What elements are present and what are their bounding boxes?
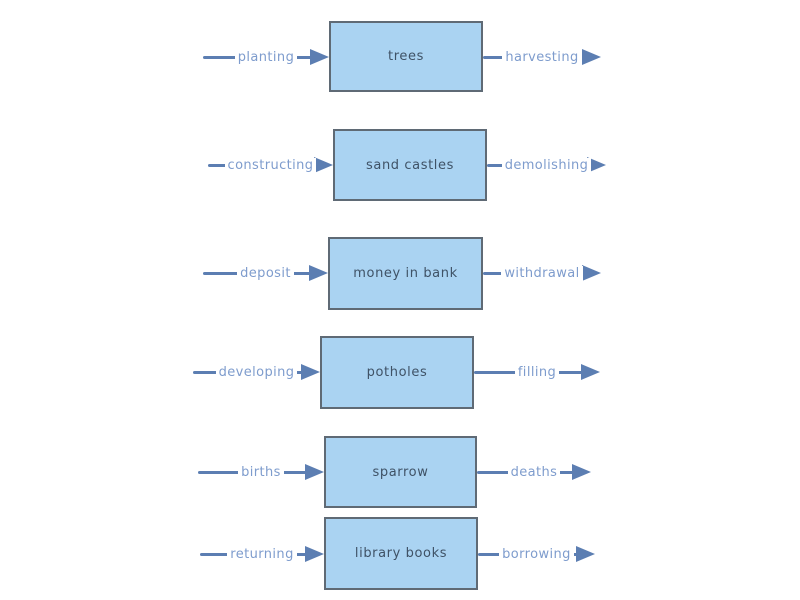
outflow-label: withdrawal [501, 265, 583, 281]
inflow-arrow: developing [193, 360, 320, 384]
stock-box: money in bank [328, 237, 483, 310]
outflow-label: harvesting [502, 49, 582, 65]
stock-label: potholes [366, 365, 428, 380]
arrowhead-icon [305, 546, 324, 562]
outflow-arrow: filling [474, 360, 600, 384]
arrowhead-icon [301, 364, 320, 380]
inflow-label: returning [227, 546, 297, 562]
arrowhead-icon [582, 265, 601, 281]
stock-label: trees [388, 49, 424, 64]
inflow-label: planting [234, 49, 298, 65]
outflow-arrow: withdrawal [483, 261, 601, 285]
arrowhead-icon [581, 364, 600, 380]
stock-label: money in bank [353, 266, 458, 281]
inflow-label: deposit [237, 265, 294, 281]
arrowhead-icon [310, 49, 329, 65]
inflow-arrow: constructing [208, 153, 333, 177]
arrowhead-icon [587, 157, 606, 173]
stock-box: trees [329, 21, 483, 92]
outflow-label: deaths [507, 464, 561, 480]
outflow-arrow: deaths [477, 460, 591, 484]
outflow-arrow: demolishing [487, 153, 606, 177]
inflow-arrow: planting [203, 45, 329, 69]
arrowhead-icon [572, 464, 591, 480]
inflow-label: developing [215, 364, 298, 380]
arrowhead-icon [309, 265, 328, 281]
stock-box: potholes [320, 336, 474, 409]
arrowhead-icon [314, 157, 333, 173]
arrowhead-icon [582, 49, 601, 65]
outflow-label: demolishing [501, 157, 592, 173]
inflow-label: births [238, 464, 284, 480]
inflow-label: constructing [224, 157, 317, 173]
stock-label: sand castles [366, 157, 454, 173]
outflow-label: borrowing [499, 546, 574, 562]
stock-label: library books [354, 546, 448, 561]
outflow-arrow: harvesting [483, 45, 601, 69]
stock-box: sand castles [333, 129, 487, 201]
stock-box: library books [324, 517, 478, 590]
inflow-arrow: births [198, 460, 324, 484]
arrowhead-icon [305, 464, 324, 480]
inflow-arrow: deposit [203, 261, 328, 285]
arrowhead-icon [576, 546, 595, 562]
stock-box: sparrow [324, 436, 477, 508]
stock-label: sparrow [372, 464, 429, 480]
outflow-arrow: borrowing [478, 542, 595, 566]
inflow-arrow: returning [200, 542, 324, 566]
outflow-label: filling [514, 364, 560, 380]
